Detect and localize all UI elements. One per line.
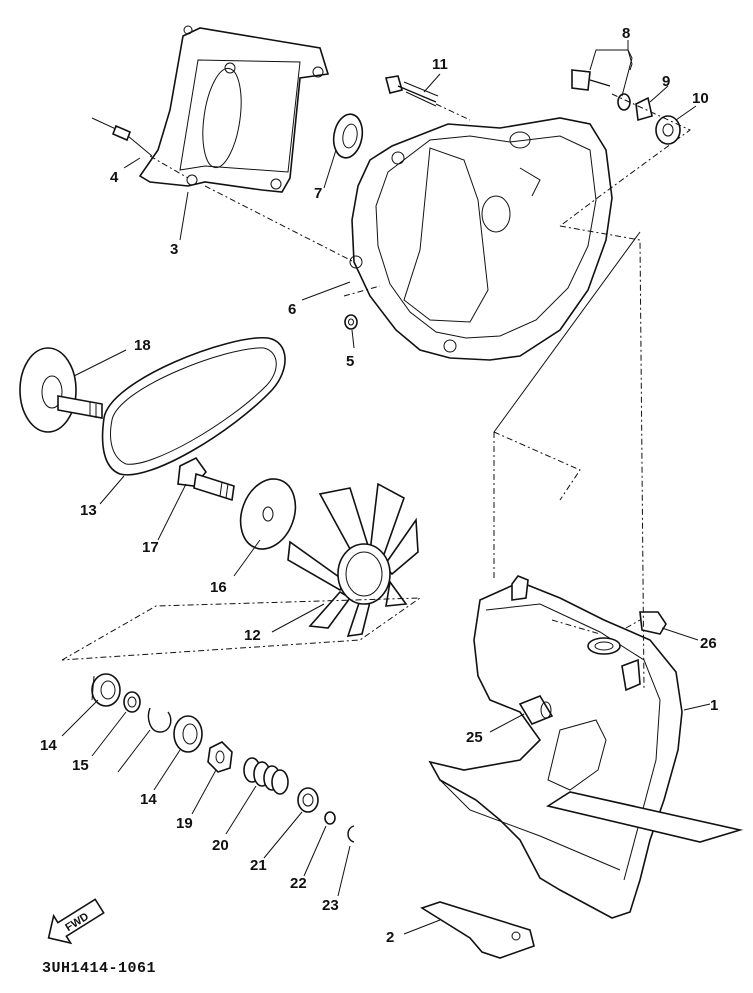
part-10-damper bbox=[655, 115, 681, 145]
part-11-bolt bbox=[385, 75, 439, 107]
label-part-21: 20 bbox=[212, 837, 229, 854]
label-part-2: 2 bbox=[386, 929, 394, 946]
label-part-3: 3 bbox=[170, 241, 178, 258]
label-part-24: 23 bbox=[322, 897, 339, 914]
label-part-13: 13 bbox=[80, 502, 97, 519]
part-5-washer bbox=[344, 314, 358, 330]
label-part-8: 8 bbox=[622, 25, 630, 42]
part-15-circlip bbox=[147, 707, 172, 733]
part-4-screw bbox=[91, 117, 153, 157]
label-part-22: 21 bbox=[250, 857, 267, 874]
label-part-12: 12 bbox=[244, 627, 261, 644]
label-part-19: 18 bbox=[134, 337, 151, 354]
part-9-collar bbox=[635, 96, 653, 122]
label-part-14b: 14 bbox=[140, 791, 157, 808]
label-part-23: 22 bbox=[290, 875, 307, 892]
label-part-26: 26 bbox=[700, 635, 717, 652]
part-6-case-cover bbox=[349, 117, 613, 361]
label-part-7: 7 bbox=[314, 185, 322, 202]
assembly-lines bbox=[61, 93, 691, 691]
label-part-20: 19 bbox=[176, 815, 193, 832]
part-labels: 8 9 10 11 4 3 7 6 5 18 13 17 16 12 26 1 … bbox=[40, 25, 718, 946]
label-part-1: 1 bbox=[710, 697, 718, 714]
part-16-washer bbox=[123, 691, 141, 713]
label-part-14a: 14 bbox=[40, 737, 57, 754]
part-22-washer bbox=[297, 787, 319, 813]
part-19-pulley bbox=[19, 347, 103, 433]
label-part-9: 9 bbox=[662, 73, 670, 90]
leader-lines bbox=[61, 40, 711, 935]
part-3-frame bbox=[138, 25, 330, 193]
part-2-bracket bbox=[420, 901, 535, 959]
label-part-17: 16 bbox=[210, 579, 227, 596]
label-part-5: 5 bbox=[346, 353, 354, 370]
label-part-11: 11 bbox=[432, 56, 448, 73]
label-part-4: 4 bbox=[110, 169, 119, 186]
part-13-v-belt bbox=[101, 337, 286, 476]
part-24-clip-small bbox=[347, 825, 355, 843]
part-26-clip bbox=[639, 611, 667, 635]
part-7-seal bbox=[332, 113, 364, 159]
label-part-18: 17 bbox=[142, 539, 159, 556]
part-12-fan bbox=[287, 482, 419, 637]
part-20-nut bbox=[207, 741, 233, 773]
part-17-disc bbox=[239, 478, 297, 550]
part-25-grommet bbox=[518, 695, 554, 725]
label-part-16: 15 bbox=[72, 757, 89, 774]
part-23-washer-small bbox=[324, 811, 336, 825]
fwd-arrow-icon: FWD bbox=[47, 898, 105, 945]
part-1-shroud bbox=[428, 575, 744, 919]
part-14-bearing-a bbox=[91, 673, 121, 707]
part-21-spring bbox=[243, 757, 289, 795]
label-part-25: 25 bbox=[466, 729, 483, 746]
label-part-6: 6 bbox=[288, 301, 296, 318]
part-8-bolt bbox=[571, 69, 631, 111]
part-18-shaft bbox=[177, 456, 235, 502]
part-14-bearing-b bbox=[173, 715, 203, 753]
label-part-10: 10 bbox=[692, 90, 709, 107]
figure-code: 3UH1414-1061 bbox=[42, 960, 157, 977]
